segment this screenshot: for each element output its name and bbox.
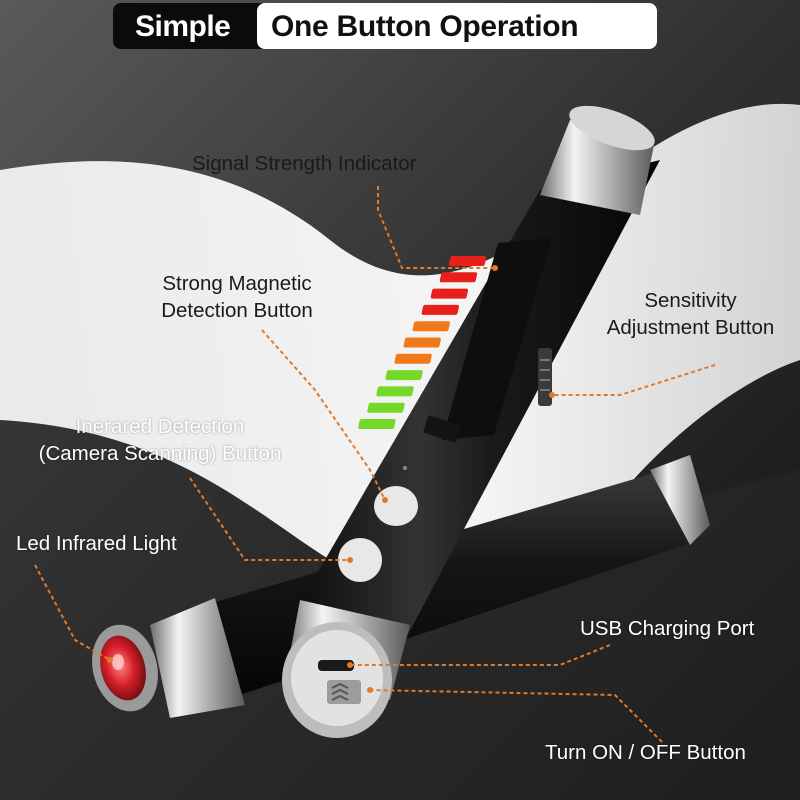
label-led-infrared: Led Infrared Light xyxy=(16,532,177,555)
label-sensitivity-line1: Sensitivity xyxy=(644,289,737,312)
signal-bar-red xyxy=(439,272,478,283)
signal-bar-green xyxy=(358,419,396,429)
device-main xyxy=(282,105,660,738)
signal-bar-orange xyxy=(412,321,450,332)
label-magnetic-detection: Strong Magnetic Detection Button xyxy=(146,270,328,324)
headline-text-box: One Button Operation xyxy=(257,3,657,49)
label-power-button: Turn ON / OFF Button xyxy=(545,741,746,764)
label-sensitivity-line2: Adjustment Button xyxy=(606,316,775,339)
label-infrared-detection: Inerared Detection (Camera Scanning) But… xyxy=(14,413,306,467)
signal-bar-red xyxy=(430,288,469,299)
label-usb-port: USB Charging Port xyxy=(580,617,755,640)
label-sensitivity-adjustment: Sensitivity Adjustment Button xyxy=(588,287,793,341)
label-magnetic-line2: Detection Button xyxy=(161,299,313,322)
headline-text: One Button Operation xyxy=(271,10,579,43)
signal-bar-green xyxy=(367,402,405,413)
signal-bar-red xyxy=(448,256,487,266)
leader-lines xyxy=(34,186,716,743)
signal-bar-green xyxy=(385,370,423,381)
leader-dots xyxy=(107,265,555,693)
label-infrared-line2: (Camera Scanning) Button xyxy=(38,442,282,465)
signal-bar-red xyxy=(421,304,460,315)
headline: Simple One Button Operation xyxy=(113,3,657,49)
headline-highlight-box: Simple xyxy=(113,3,263,49)
headline-highlight: Simple xyxy=(135,10,231,43)
label-infrared-line1: Inerared Detection xyxy=(75,415,245,438)
signal-bar-orange xyxy=(394,353,432,364)
label-magnetic-line1: Strong Magnetic xyxy=(162,272,312,295)
signal-strength-bars xyxy=(358,256,487,429)
signal-bar-orange xyxy=(403,337,441,348)
signal-bar-green xyxy=(376,386,414,397)
label-signal-strength: Signal Strength Indicator xyxy=(192,152,417,175)
